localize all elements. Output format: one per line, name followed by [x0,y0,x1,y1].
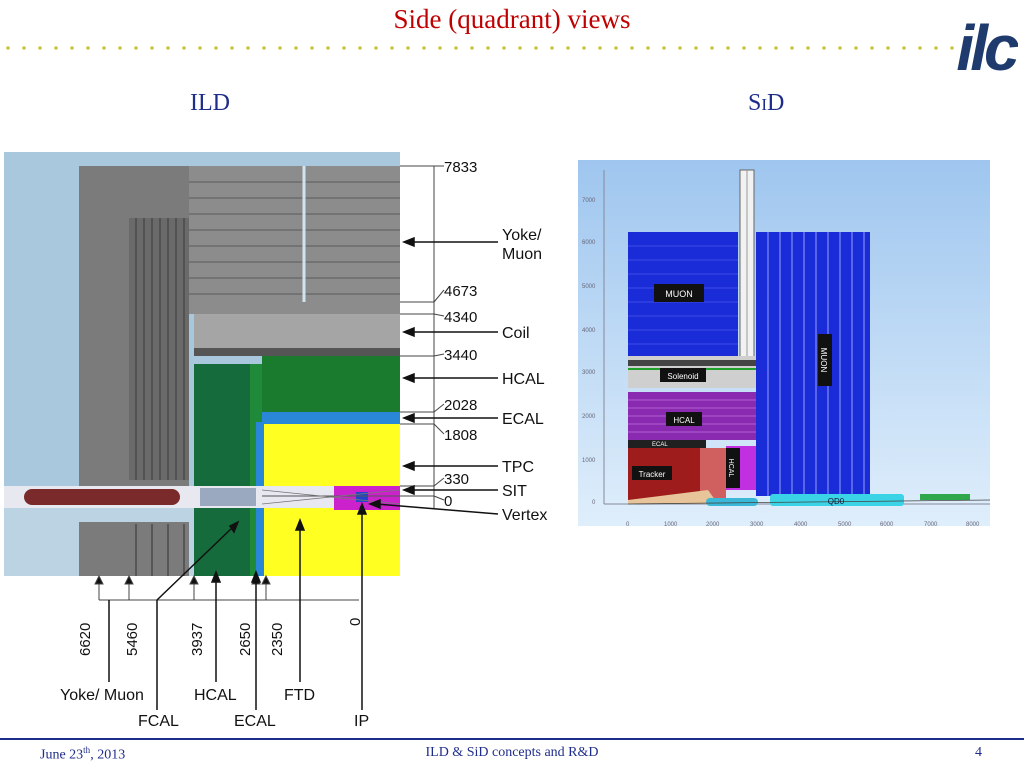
ild-value-2028: 2028 [444,397,477,414]
footer-center: ILD & SiD concepts and R&D [425,745,599,760]
ild-label-ftd: FTD [284,687,315,704]
sid-ytick-3000: 3000 [582,370,596,376]
sid-ytick-2000: 2000 [582,414,596,420]
sid-xtick-4000: 4000 [794,522,808,526]
ild-bottom-3937: 3937 [189,623,206,656]
sid-header: SID [748,90,785,116]
sid-xtick-1000: 1000 [664,522,678,526]
sid-ytick-1000: 1000 [582,458,596,464]
sid-label-tracker: Tracker [639,470,666,479]
ild-label-coil: Coil [502,325,530,342]
ild-bottom-2350: 2350 [269,623,286,656]
ild-quadrant-diagram: 7833 4673 4340 3440 2028 1808 330 0 Yoke… [4,152,547,730]
ild-label-ecal-bottom: ECAL [234,713,276,730]
ilc-logo-text: ilc [956,12,1018,84]
ild-bottom-2650: 2650 [237,623,254,656]
sid-xtick-5000: 5000 [838,522,852,526]
sid-ytick-0: 0 [592,500,596,506]
sid-label-hcal-endcap: HCAL [727,459,734,478]
sid-label-muon-left: MUON [665,289,693,299]
ilc-logo: ilc [956,12,1018,84]
ild-label-sit: SIT [502,483,527,500]
sid-label-muon-right: MUON [819,348,828,373]
sid-ytick-5000: 5000 [582,284,596,290]
ild-label-vertex: Vertex [502,507,547,524]
ild-value-7833: 7833 [444,159,477,176]
ild-label-yoke: Yoke/ [502,227,542,244]
sid-xtick-8000: 8000 [966,522,980,526]
ild-label-fcal: FCAL [138,713,179,730]
ild-label-ip: IP [354,713,369,730]
sid-xtick-0: 0 [626,522,630,526]
ild-label-yoke-muon: Yoke/ Muon [60,687,144,704]
ild-label-hcal: HCAL [502,371,545,388]
ild-value-330: 330 [444,471,469,488]
sid-ytick-4000: 4000 [582,328,596,334]
ild-value-1808: 1808 [444,427,477,444]
ild-value-4340: 4340 [444,309,477,326]
ild-value-3440: 3440 [444,347,477,364]
ild-bottom-5460: 5460 [124,623,141,656]
footer-date: June 23th, 2013 [40,745,126,763]
sid-ytick-7000: 7000 [582,198,596,204]
ild-label-ecal: ECAL [502,411,544,428]
sid-label-hcal: HCAL [673,416,695,425]
sid-label-ecal: ECAL [652,442,668,448]
footer-divider [0,738,1024,740]
ild-value-4673: 4673 [444,283,477,300]
sid-label-solenoid: Solenoid [667,372,698,381]
sid-xtick-2000: 2000 [706,522,720,526]
ild-label-hcal-bottom: HCAL [194,687,237,704]
ild-value-0: 0 [444,493,452,510]
sid-quadrant-diagram: 7000 6000 5000 4000 3000 2000 1000 0 0 1… [578,160,990,526]
ild-label-muon: Muon [502,246,542,263]
ild-header: ILD [190,90,230,116]
dotted-divider [0,45,960,51]
ild-bottom-6620: 6620 [77,623,94,656]
slide-title: Side (quadrant) views [393,4,631,34]
sid-xtick-3000: 3000 [750,522,764,526]
footer-page-number: 4 [975,745,982,760]
sid-xtick-6000: 6000 [880,522,894,526]
sid-xtick-7000: 7000 [924,522,938,526]
sid-ytick-6000: 6000 [582,240,596,246]
ild-bottom-0: 0 [347,618,364,626]
ild-label-tpc: TPC [502,459,534,476]
sid-label-qd0: QD0 [828,497,845,506]
